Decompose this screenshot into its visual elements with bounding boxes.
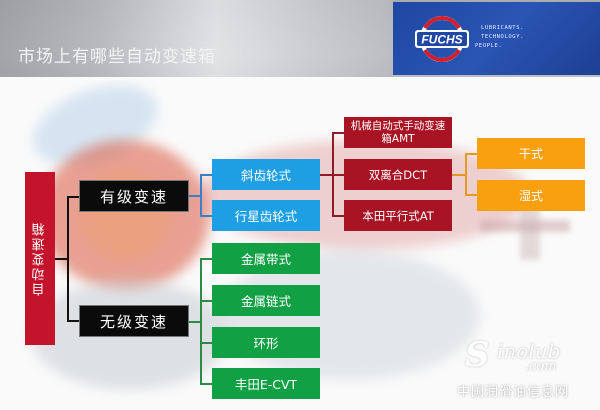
node-planetary-gear: 行星齿轮式 [212,200,320,231]
node-dct: 双离合DCT [344,159,452,190]
connector-dct-out [452,174,465,176]
node-metal-belt: 金属带式 [212,243,320,274]
connector-green-3 [200,342,212,344]
connector-cvt-out [189,321,200,323]
connector-orange-1 [465,153,477,155]
connector-to-stepped [67,196,79,198]
slide-title: 市场上有哪些自动变速箱 [18,47,216,67]
watermark-domain: .com [525,359,557,374]
connector-darkred-3 [332,215,344,217]
connector-orange-2 [465,194,477,196]
node-metal-chain: 金属链式 [212,285,320,316]
connector-blue-1 [200,174,212,176]
connector-blue-vertical [200,174,202,217]
watermark-site-name: 中国润滑油信息网 [457,385,570,400]
node-helical-gear: 斜齿轮式 [212,159,320,190]
node-wet-clutch: 湿式 [477,180,585,211]
node-toyota-ecvt: 丰田E-CVT [212,368,320,399]
fuchs-logo-panel: FUCHS LUBRICANTS. TECHNOLOGY. PEOPLE. [393,2,600,75]
fuchs-tagline: LUBRICANTS. TECHNOLOGY. PEOPLE. [475,24,525,51]
connector-level1-vertical [67,196,69,322]
watermark-logo-text: inolub [497,339,561,363]
root-node-automatic-transmission: 自动变速箱 [25,172,55,345]
connector-green-4 [200,383,212,385]
connector-helical-out [320,174,332,176]
node-continuously-variable: 无级变速 [79,305,189,337]
connector-green-1 [200,258,212,260]
node-honda-parallel-at: 本田平行式AT [344,200,452,231]
transmission-background-image [0,80,600,410]
sinolub-watermark: S inolub .com 中国润滑油信息网 [455,335,595,405]
connector-green-vertical [200,258,202,384]
connector-blue-2 [200,215,212,217]
connector-to-cvt [67,320,79,322]
tagline-line-2: TECHNOLOGY. [481,34,525,40]
fuchs-logo-icon: FUCHS [415,16,469,62]
connector-orange-vertical [465,153,467,196]
node-amt: 机械自动式手动变速箱AMT [344,117,452,148]
connector-root [55,258,67,260]
connector-darkred-1 [332,132,344,134]
node-toroidal: 环形 [212,327,320,358]
svg-text:FUCHS: FUCHS [421,33,462,47]
header-gradient [0,0,393,77]
tagline-line-1: LUBRICANTS. [481,25,525,31]
connector-stepped-out [189,195,200,197]
watermark-s-glyph: S [465,335,490,375]
connector-darkred-2 [332,174,344,176]
slide-header: 市场上有哪些自动变速箱 FUCHS LUBRICANTS. TECHNOLOGY… [0,0,600,77]
node-dry-clutch: 干式 [477,138,585,169]
node-stepped-transmission: 有级变速 [79,180,189,212]
connector-green-2 [200,300,212,302]
tagline-line-3: PEOPLE. [475,43,503,49]
